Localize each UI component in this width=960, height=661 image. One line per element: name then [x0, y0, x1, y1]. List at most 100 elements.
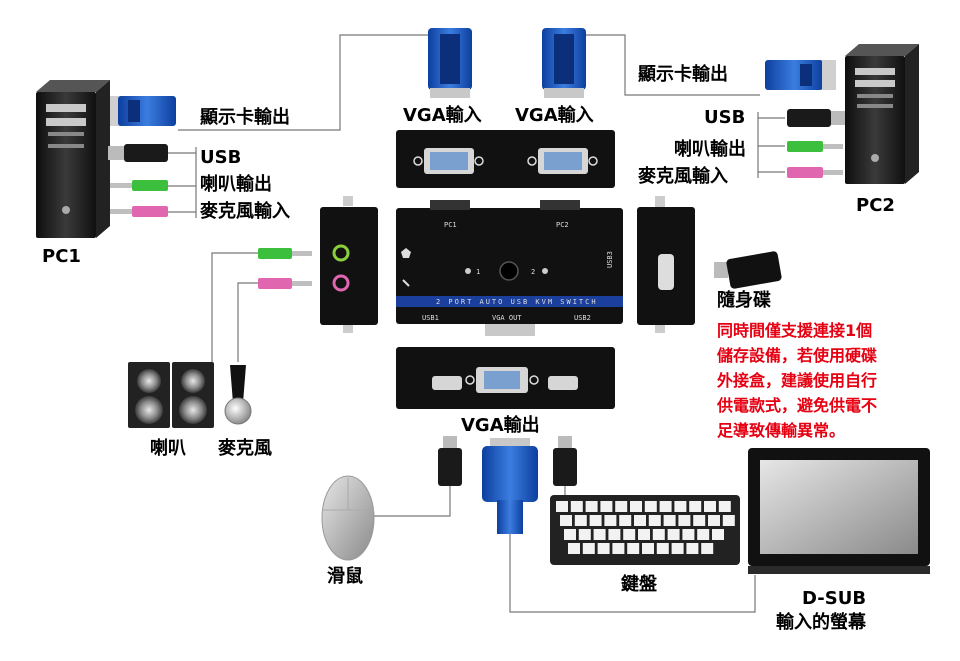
keyboard-key — [718, 501, 731, 512]
mic-jack-icon — [332, 274, 350, 292]
pc1-usb-label: USB — [200, 147, 241, 168]
keyboard-key — [582, 543, 595, 554]
kvm-usb3-label: USB3 — [606, 251, 614, 268]
keyboard-key — [693, 515, 706, 526]
pc2-audio-plug-icon — [787, 141, 843, 152]
mouse-label: 滑鼠 — [327, 565, 363, 587]
pc1-tower — [36, 80, 110, 238]
keyboard-key — [597, 543, 610, 554]
microphone-icon — [224, 365, 252, 425]
keyboard-key — [697, 529, 710, 540]
pc2-usb-label: USB — [704, 107, 745, 128]
pc1-video-out-label: 顯示卡輸出 — [200, 106, 290, 128]
pc1-mic-in-label: 麥克風輸入 — [199, 200, 290, 222]
monitor-label-line1: D-SUB — [802, 588, 866, 609]
kvm-led-1-label: 1 — [476, 268, 480, 276]
keyboard-key — [644, 501, 657, 512]
keyboard-key — [612, 543, 625, 554]
note-line-3: 外接盒，建議使用自行 — [716, 371, 877, 390]
keyboard-key — [663, 515, 676, 526]
usb1-port-icon — [432, 376, 462, 390]
keyboard-key — [564, 529, 576, 540]
keyboard-key — [568, 543, 580, 554]
kvm-banner: 2 PORT AUTO USB KVM SWITCH — [436, 298, 598, 306]
keyboard-key — [682, 529, 695, 540]
keyboard-key — [689, 501, 702, 512]
keyboard-key — [600, 501, 613, 512]
note-line-4: 供電款式，避免供電不 — [716, 396, 877, 415]
vga-input-2-connector-icon — [542, 28, 586, 98]
keyboard-label: 鍵盤 — [621, 573, 658, 595]
pc2-vga-connector-icon — [765, 60, 836, 90]
pen-icon — [402, 279, 410, 287]
pc2-audio-out-label: 喇叭輸出 — [674, 138, 746, 160]
note-line-1: 同時間僅支援連接1個 — [717, 321, 872, 340]
usb2-port-icon — [548, 376, 578, 390]
pc2-tower — [845, 44, 919, 184]
keyboard-key — [671, 543, 684, 554]
kvm-right-side-panel — [637, 196, 695, 333]
keyboard-key — [560, 515, 572, 526]
kvm-vga-out-label: VGA OUT — [492, 314, 522, 322]
keyboard-key — [608, 529, 621, 540]
keyboard-key — [642, 543, 654, 554]
microphone-plug-icon — [258, 278, 312, 289]
microphone-label: 麥克風 — [217, 437, 272, 459]
note-line-2: 儲存設備，若使用硬碟 — [716, 346, 877, 365]
keyboard-key — [712, 529, 724, 540]
pc2-mic-in-label: 麥克風輸入 — [637, 165, 728, 187]
usb3-port-icon — [658, 254, 674, 290]
keyboard-key — [678, 515, 691, 526]
pc2-video-out-label: 顯示卡輸出 — [638, 63, 728, 85]
kvm-pc1-port-label: PC1 — [444, 221, 457, 229]
keyboard-key — [667, 529, 680, 540]
mouse-icon — [321, 475, 375, 561]
kvm-top-panel — [396, 200, 623, 336]
switch-button-icon — [499, 261, 519, 281]
keyboard-key — [638, 529, 650, 540]
pc1-mic-plug-icon — [110, 206, 168, 217]
keyboard-key — [648, 515, 661, 526]
keyboard-key — [623, 529, 636, 540]
keyboard-key — [570, 501, 583, 512]
keyboard-key — [704, 501, 716, 512]
pc1-audio-plug-icon — [110, 180, 168, 191]
keyboard-key — [701, 543, 714, 554]
kvm-usb1-label: USB1 — [422, 314, 439, 322]
kvm-front-panel — [396, 347, 615, 409]
pc2-usb-plug-icon — [787, 109, 845, 127]
keyboard-key — [589, 515, 602, 526]
keyboard-key — [630, 501, 642, 512]
pc1-vga-connector-icon — [110, 96, 176, 126]
pc2-mic-plug-icon — [787, 167, 843, 178]
keyboard-key — [574, 515, 587, 526]
keyboard-key — [604, 515, 617, 526]
vga-output-connector-icon — [482, 438, 538, 534]
flash-drive-label: 隨身碟 — [717, 289, 771, 311]
keyboard-icon — [550, 495, 740, 565]
keyboard-key — [585, 501, 598, 512]
kvm-rear-panel — [396, 130, 615, 188]
vga-input-1-connector-icon — [428, 28, 472, 98]
note-line-5: 足導致傳輸異常。 — [717, 421, 845, 440]
keyboard-key — [578, 529, 591, 540]
keyboard-key — [659, 501, 672, 512]
vga-input-1-label: VGA輸入 — [403, 104, 482, 126]
keyboard-key — [627, 543, 640, 554]
pc1-audio-out-label: 喇叭輸出 — [200, 173, 272, 195]
keyboard-key — [656, 543, 669, 554]
keyboard-usb-plug-icon — [553, 436, 577, 486]
storage-note: 同時間僅支援連接1個 儲存設備，若使用硬碟 外接盒，建議使用自行 供電款式，避免… — [716, 321, 877, 440]
keyboard-key — [634, 515, 646, 526]
keyboard-key — [674, 501, 687, 512]
monitor-icon — [748, 448, 930, 574]
keyboard-key — [556, 501, 568, 512]
pc1-usb-plug-icon — [108, 144, 168, 162]
audio-jack-icon — [332, 244, 350, 262]
keyboard-key — [722, 515, 735, 526]
pc2-label: PC2 — [856, 195, 895, 216]
speaker-audio-plug-icon — [258, 248, 312, 259]
speaker-label: 喇叭 — [150, 438, 186, 459]
vga-output-label: VGA輸出 — [461, 414, 540, 436]
